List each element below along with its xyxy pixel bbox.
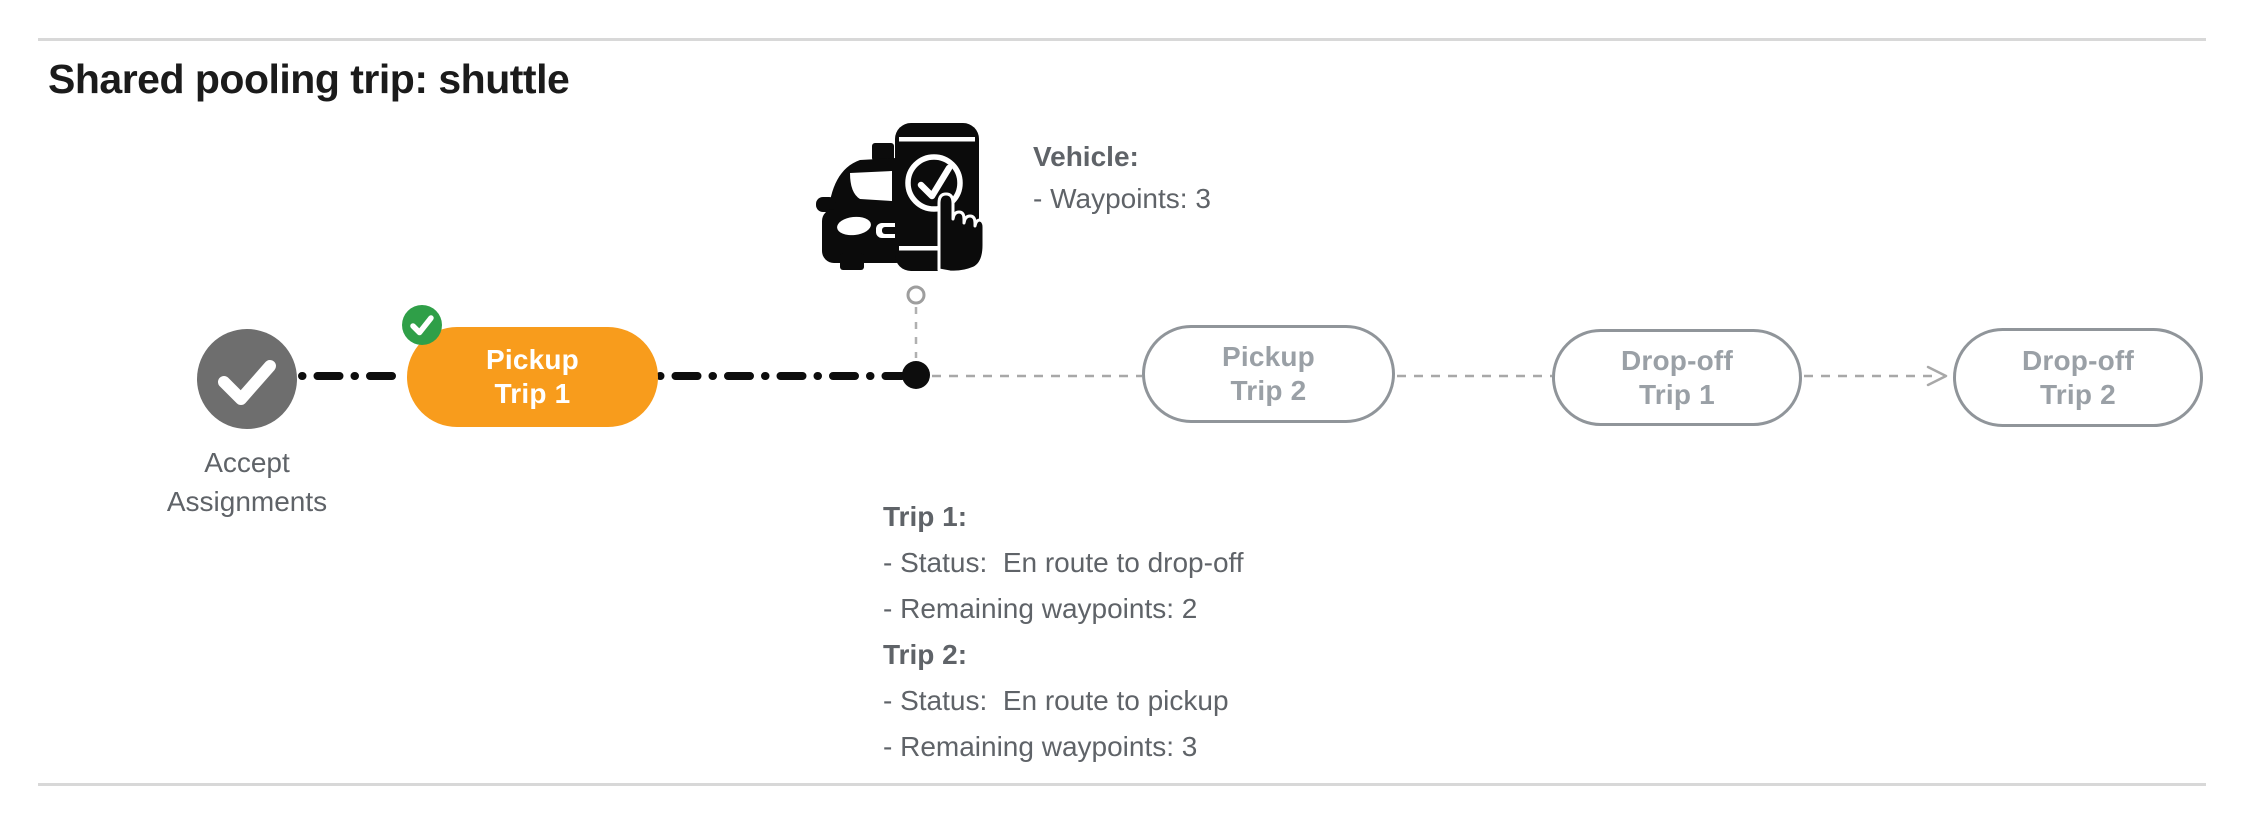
car-phone-check-icon — [816, 123, 986, 274]
dropoff-trip-2-line1: Drop-off — [2021, 344, 2134, 376]
vehicle-anchor-circle — [906, 285, 926, 305]
accept-label-line2: Assignments — [166, 486, 328, 517]
trip-1-remaining-line: - Remaining waypoints: 2 — [883, 593, 1198, 624]
trip-2-heading: Trip 2: — [883, 639, 968, 670]
pickup-trip-1-line2: Trip 1 — [494, 378, 571, 409]
dropoff-trip-1-line2: Trip 1 — [1639, 378, 1715, 410]
trip-1-heading: Trip 1: — [883, 501, 968, 532]
accept-label-line1: Accept — [204, 447, 290, 478]
trip-2-status-line: - Status: En route to pickup — [883, 685, 1229, 716]
node-pickup-trip-2: Pickup Trip 2 — [1142, 325, 1395, 423]
vehicle-info-heading: Vehicle: — [1033, 141, 1139, 172]
bottom-divider — [38, 783, 2206, 786]
pickup-trip-2-line1: Pickup — [1221, 341, 1315, 372]
vehicle-info-block: Vehicle: - Waypoints: 3 — [1033, 136, 1211, 220]
vehicle-waypoints-line: - Waypoints: 3 — [1033, 183, 1211, 214]
accept-assignments-label: Accept Assignments — [97, 443, 397, 521]
check-badge-icon — [410, 315, 434, 336]
node-dropoff-trip-1: Drop-off Trip 1 — [1552, 329, 1802, 426]
check-icon — [218, 360, 276, 405]
completed-badge — [402, 305, 442, 345]
vehicle-position-dot — [902, 361, 930, 389]
pickup-trip-2-line2: Trip 2 — [1230, 375, 1307, 406]
trip-1-status-line: - Status: En route to drop-off — [883, 547, 1244, 578]
top-divider — [38, 38, 2206, 41]
node-pickup-trip-1: Pickup Trip 1 — [407, 327, 658, 427]
dropoff-trip-2-line2: Trip 2 — [2040, 378, 2116, 410]
arrow-icon — [1926, 365, 1948, 387]
dropoff-trip-1-line1: Drop-off — [1620, 344, 1733, 376]
trip-2-remaining-line: - Remaining waypoints: 3 — [883, 731, 1198, 762]
page-title: Shared pooling trip: shuttle — [48, 56, 570, 102]
pickup-trip-1-line1: Pickup — [485, 344, 579, 375]
node-dropoff-trip-2: Drop-off Trip 2 — [1953, 328, 2203, 427]
trip-info-block: Trip 1: - Status: En route to drop-off -… — [883, 494, 1244, 770]
node-accept-assignments — [197, 329, 297, 429]
